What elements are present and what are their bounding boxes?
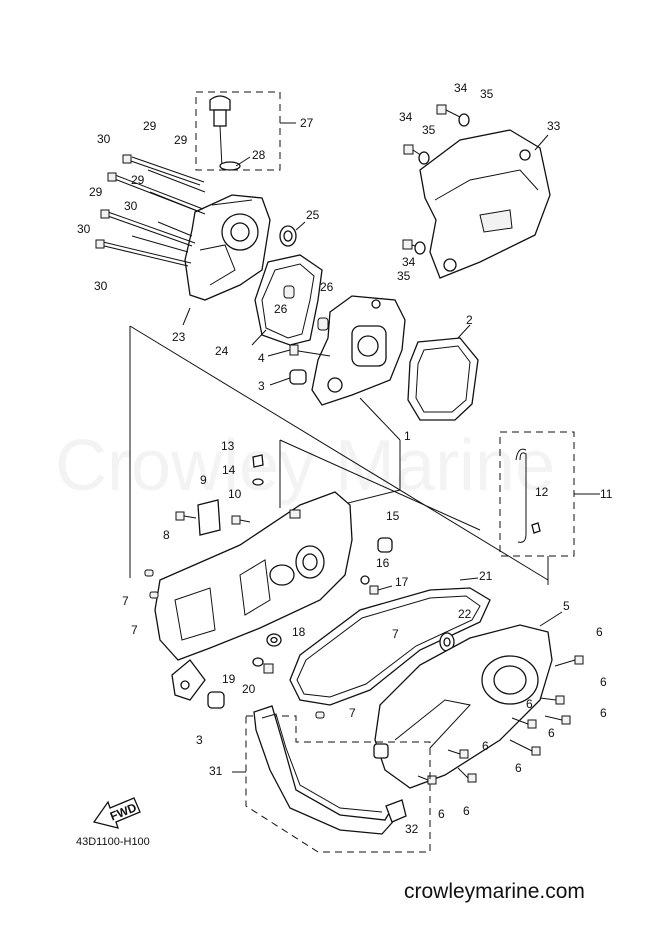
callout-c7b: 7 [131, 623, 138, 637]
callout-c6e: 6 [548, 726, 555, 740]
callout-c19: 19 [222, 672, 236, 686]
crankcase-right [267, 295, 406, 406]
callout-c29d: 29 [89, 185, 103, 199]
callout-c30b: 30 [124, 199, 138, 213]
callout-c2: 2 [466, 313, 473, 327]
fwd-label: FWD [108, 800, 139, 823]
callout-c11: 11 [600, 487, 613, 501]
forward-arrow-icon: FWD [92, 797, 141, 829]
callout-c6i: 6 [438, 807, 445, 821]
washers-plug [252, 633, 282, 674]
callout-c34c: 34 [402, 255, 416, 269]
callout-c28: 28 [252, 148, 266, 162]
callout-c6f: 6 [482, 739, 489, 753]
cylinder-gasket [407, 324, 479, 421]
callout-c14: 14 [222, 463, 236, 477]
dipstick-assembly [195, 91, 296, 171]
callout-c35a: 35 [480, 87, 494, 101]
diagram-code: 43D1100-H100 [76, 836, 150, 848]
callout-c35c: 35 [397, 269, 411, 283]
callout-c30d: 30 [94, 279, 108, 293]
watermark-text: Crowley Marine [55, 426, 555, 506]
callout-c1: 1 [404, 429, 411, 443]
cover-bolts [95, 154, 206, 267]
callout-c23: 23 [172, 330, 186, 344]
callout-c34a: 34 [454, 81, 468, 95]
callout-c27: 27 [300, 116, 314, 130]
callout-c30c: 30 [77, 222, 91, 236]
callout-c16: 16 [376, 556, 390, 570]
callout-c34b: 34 [399, 110, 413, 124]
callout-c9: 9 [200, 473, 207, 487]
callout-c33: 33 [547, 119, 561, 133]
callout-c12: 12 [535, 485, 549, 499]
callout-c5: 5 [563, 599, 570, 613]
collar-spacer-upper [269, 369, 307, 386]
callout-c35b: 35 [422, 123, 436, 137]
crankcase-cover-left [373, 611, 563, 789]
shroud-bolt-collar-sets [402, 104, 470, 255]
callout-c6g: 6 [515, 761, 522, 775]
callout-c7c: 7 [392, 627, 399, 641]
callout-c4: 4 [258, 351, 265, 365]
callout-c20: 20 [242, 682, 256, 696]
callout-c3b: 3 [196, 733, 203, 747]
callout-c8: 8 [163, 528, 170, 542]
crankcase-assembly-outline [129, 325, 549, 581]
callout-c6c: 6 [526, 697, 533, 711]
crankcase-gasket [251, 254, 329, 346]
callout-c31: 31 [209, 764, 223, 778]
site-footer: crowleymarine.com [404, 880, 585, 903]
breather-hose-group [499, 431, 600, 585]
callout-c17: 17 [395, 575, 409, 589]
callout-c3a: 3 [258, 379, 265, 393]
oil-seal [279, 221, 306, 247]
callout-c13: 13 [221, 439, 235, 453]
callout-c22: 22 [458, 607, 472, 621]
callout-c30a: 30 [97, 132, 111, 146]
air-duct-group [232, 705, 431, 853]
callout-c15: 15 [386, 509, 400, 523]
callout-c18: 18 [292, 625, 306, 639]
callout-c29a: 29 [143, 119, 157, 133]
callout-c29b: 29 [174, 133, 188, 147]
callout-c21: 21 [479, 569, 493, 583]
callout-c6b: 6 [600, 675, 607, 689]
cover-bolts-6 [417, 655, 584, 785]
callout-c7d: 7 [349, 706, 356, 720]
callout-c10: 10 [228, 487, 242, 501]
collar-spacer-lower [207, 691, 225, 709]
callout-c32: 32 [405, 822, 419, 836]
crankcase-cover-assembly [95, 154, 271, 326]
breather-plate-group [175, 454, 264, 536]
callout-c7a: 7 [122, 594, 129, 608]
callout-c24: 24 [215, 344, 229, 358]
callout-c26b: 26 [274, 302, 288, 316]
crankcase-left [154, 491, 353, 701]
callout-c29c: 29 [131, 173, 145, 187]
callout-c6a: 6 [596, 625, 603, 639]
callout-c26a: 26 [320, 280, 334, 294]
drive-shroud [402, 104, 551, 279]
callout-c6h: 6 [463, 804, 470, 818]
callout-c25: 25 [306, 208, 320, 222]
callout-c6d: 6 [600, 706, 607, 720]
misc-small-parts [360, 537, 393, 595]
